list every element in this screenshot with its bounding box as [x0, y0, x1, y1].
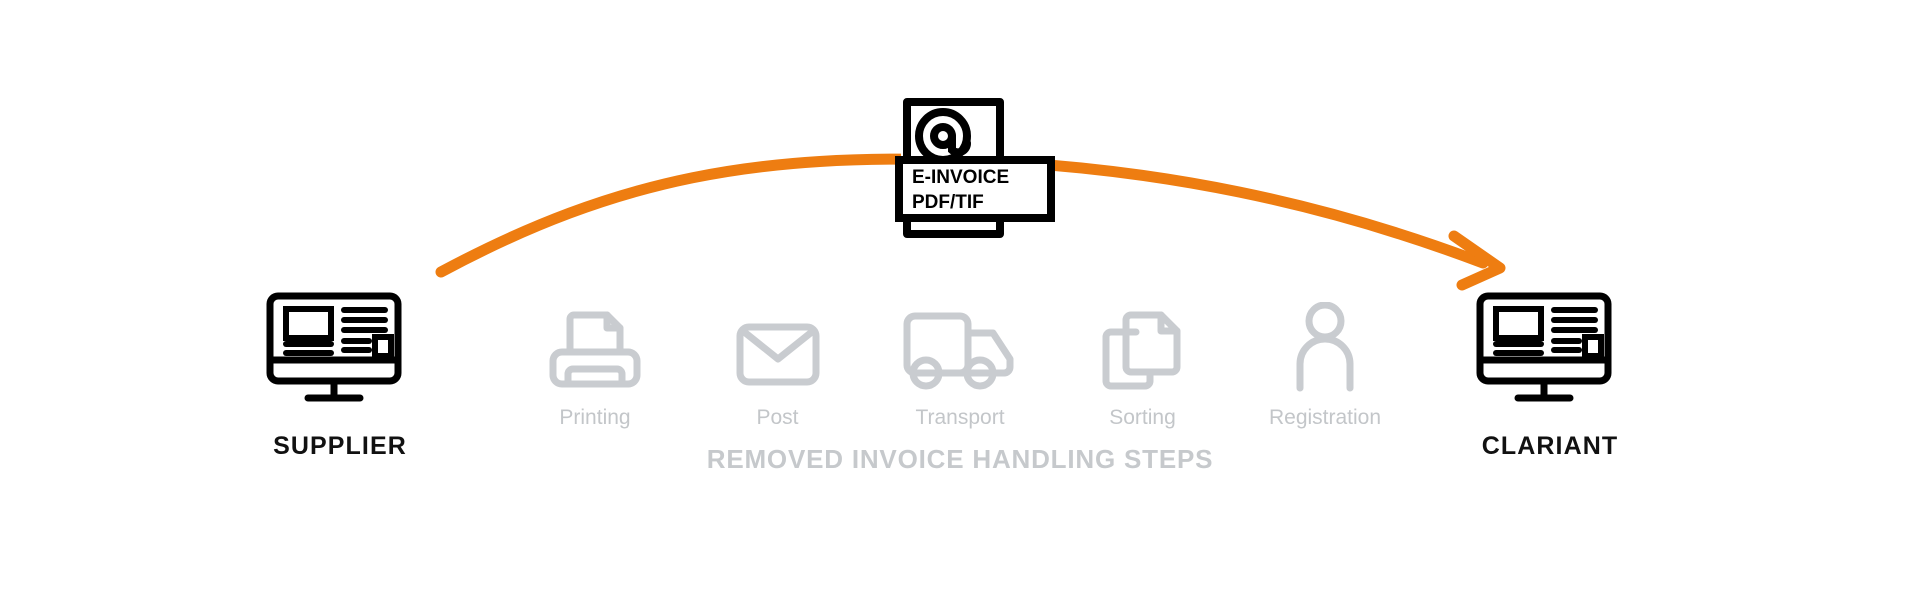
document-stack-icon-wrap — [1093, 302, 1193, 394]
endpoint-supplier: SUPPLIER — [210, 292, 470, 461]
removed-steps-caption: REMOVED INVOICE HANDLING STEPS — [706, 444, 1214, 474]
endpoint-supplier-label: SUPPLIER — [273, 432, 407, 460]
removed-step-transport: Transport — [875, 302, 1045, 430]
einvoice-label-box: E-INVOICE PDF/TIF — [895, 156, 1055, 222]
removed-steps-row: Printing Post — [510, 300, 1410, 430]
removed-step-label: Printing — [559, 406, 631, 429]
removed-step-registration: Registration — [1240, 302, 1410, 430]
removed-step-post: Post — [693, 302, 863, 430]
endpoint-clariant-label: CLARIANT — [1481, 432, 1619, 460]
document-stack-icon — [1102, 311, 1180, 390]
document-with-at-symbol-icon: E-INVOICE PDF/TIF — [895, 96, 1055, 238]
removed-step-label: Registration — [1268, 406, 1382, 429]
einvoice-label-line1: E-INVOICE — [912, 167, 1009, 188]
removed-step-label: Post — [756, 406, 799, 429]
removed-steps-group: Printing Post — [510, 300, 1410, 475]
monitor-document-icon — [266, 292, 402, 402]
person-icon-wrap — [1275, 302, 1375, 394]
delivery-truck-icon — [903, 312, 1014, 390]
arrow-head-chevron — [1448, 230, 1506, 291]
endpoint-clariant: CLARIANT — [1420, 292, 1680, 461]
delivery-truck-icon-wrap — [900, 302, 1020, 394]
einvoice-label-line2: PDF/TIF — [912, 192, 984, 213]
monitor-document-icon — [1476, 292, 1612, 402]
removed-step-printing: Printing — [510, 302, 680, 430]
printer-icon — [549, 311, 641, 388]
envelope-icon-wrap — [728, 302, 828, 394]
envelope-icon — [736, 323, 819, 386]
printer-icon-wrap — [545, 302, 645, 394]
removed-step-sorting: Sorting — [1058, 302, 1228, 430]
einvoice-badge: E-INVOICE PDF/TIF — [885, 88, 1065, 253]
person-icon — [1296, 302, 1354, 392]
removed-step-label: Sorting — [1109, 406, 1176, 429]
removed-step-label: Transport — [915, 406, 1005, 429]
